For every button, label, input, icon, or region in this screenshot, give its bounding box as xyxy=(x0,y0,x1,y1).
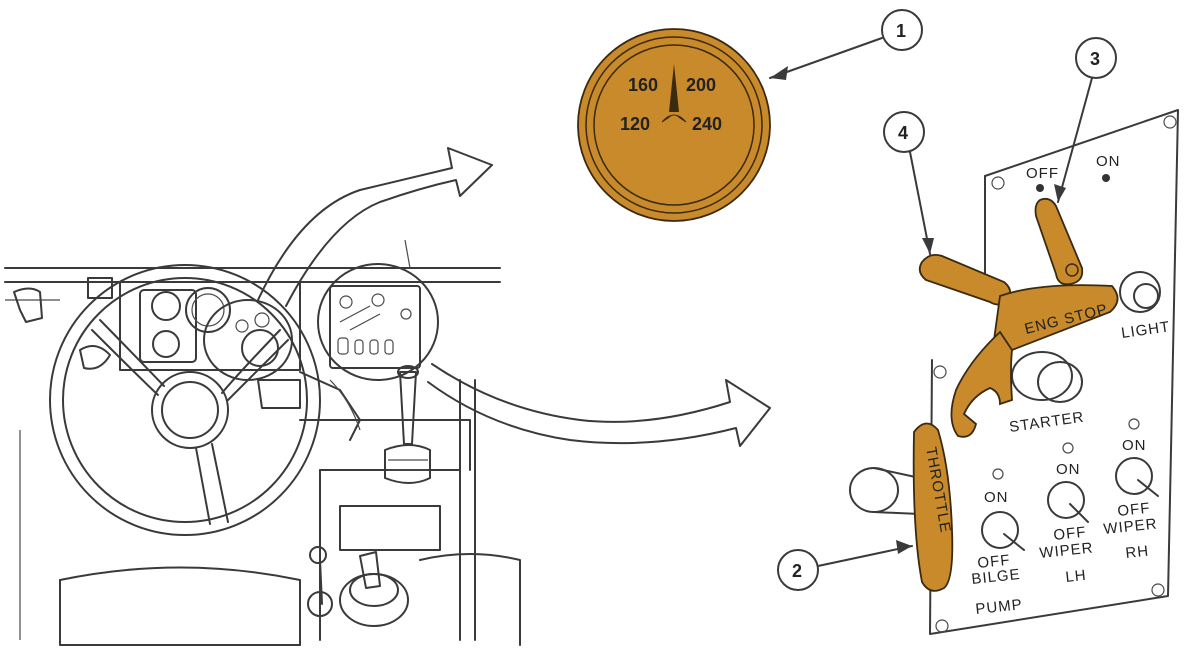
wiper-rh-switch: ON OFF WIPER RH xyxy=(1103,419,1159,562)
callout-1: 1 xyxy=(770,10,922,80)
eng-stop-lever: ENG STOP xyxy=(920,199,1118,437)
arrow-to-panel xyxy=(428,364,770,446)
panel-off-label: OFF xyxy=(1026,165,1059,182)
callout-3-number: 3 xyxy=(1090,49,1100,69)
pump-label: PUMP xyxy=(975,596,1024,618)
wiper-lh-on-label: ON xyxy=(1056,461,1081,478)
lh-label: LH xyxy=(1065,567,1088,586)
wiper-rh-on-label: ON xyxy=(1122,437,1147,454)
panel-on-label: ON xyxy=(1096,153,1121,170)
dashboard-illustration xyxy=(5,148,770,645)
callout-2: 2 xyxy=(778,540,912,590)
bilge-on-label: ON xyxy=(984,489,1009,506)
gauge-tick-240: 240 xyxy=(692,114,722,134)
wiper-rh-label: WIPER xyxy=(1103,515,1159,538)
wiper-lh-label: WIPER xyxy=(1039,539,1095,562)
light-label: LIGHT xyxy=(1120,318,1171,342)
callout-1-number: 1 xyxy=(896,21,906,41)
temperature-gauge: 160 200 120 240 xyxy=(578,29,770,221)
throttle-handle: THROTTLE xyxy=(850,423,954,590)
light-switch: LIGHT xyxy=(1120,272,1171,342)
steering-wheel xyxy=(50,265,320,535)
gauge-tick-200: 200 xyxy=(686,75,716,95)
wiper-lh-switch: ON OFF WIPER LH xyxy=(1039,443,1095,586)
gauge-tick-160: 160 xyxy=(628,75,658,95)
starter-label: STARTER xyxy=(1008,409,1085,436)
callout-2-number: 2 xyxy=(792,561,802,581)
callout-4-number: 4 xyxy=(898,123,908,143)
starter-button: STARTER xyxy=(1008,352,1085,436)
callout-4: 4 xyxy=(884,112,934,254)
bilge-pump-switch: ON OFF BILGE PUMP xyxy=(971,469,1024,618)
gauge-tick-120: 120 xyxy=(620,114,650,134)
rh-label: RH xyxy=(1125,543,1150,562)
control-panel: OFF ON LIGHT STARTER ENG STOP xyxy=(850,110,1178,634)
